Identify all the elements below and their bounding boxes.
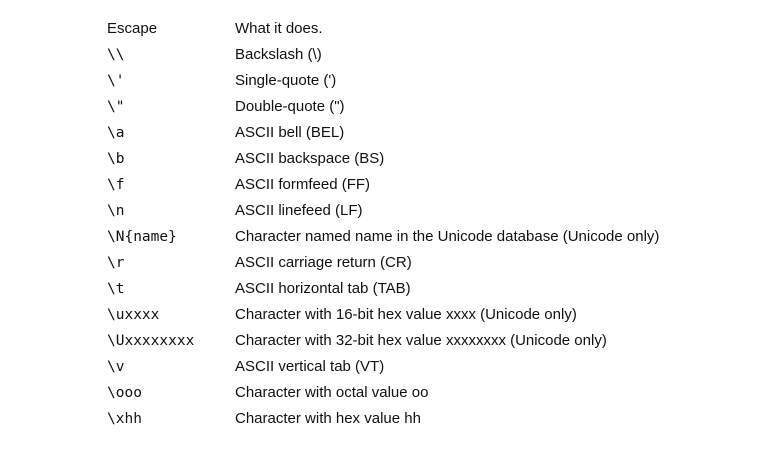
escape-code: \ooo [107,385,142,401]
escape-code: \r [107,255,125,271]
escape-code: \" [107,99,125,115]
escape-description: Character named name in the Unicode data… [235,228,660,245]
escape-code: \b [107,151,125,167]
escape-code: \f [107,177,125,193]
table-row: \ooo Character with octal value oo [107,380,659,406]
escape-code: \xhh [107,411,142,427]
escape-code: \v [107,359,125,375]
escape-description: ASCII backspace (BS) [235,150,385,167]
escape-description: Character with 32-bit hex value xxxxxxxx… [235,332,607,349]
table-row: \t ASCII horizontal tab (TAB) [107,276,659,302]
table-row: \' Single-quote (') [107,68,659,94]
escape-description: Single-quote (') [235,72,337,89]
escape-code: \t [107,281,125,297]
escape-code: \a [107,125,125,141]
escape-description: Double-quote (") [235,98,345,115]
table-row: \v ASCII vertical tab (VT) [107,354,659,380]
table-row: \r ASCII carriage return (CR) [107,250,659,276]
table-row: \n ASCII linefeed (LF) [107,198,659,224]
escape-description: Character with octal value oo [235,384,429,401]
escape-description: ASCII formfeed (FF) [235,176,371,193]
table-row: \b ASCII backspace (BS) [107,146,659,172]
escape-sequence-table: Escape What it does. \\ Backslash (\) \'… [107,16,659,432]
table-header-row: Escape What it does. [107,16,659,42]
table-row: \xhh Character with hex value hh [107,406,659,432]
header-escape: Escape [107,20,158,37]
escape-code: \' [107,73,125,89]
table-row: \\ Backslash (\) [107,42,659,68]
escape-description: ASCII horizontal tab (TAB) [235,280,411,297]
table-row: \N{name} Character named name in the Uni… [107,224,659,250]
table-row: \f ASCII formfeed (FF) [107,172,659,198]
table-row: \a ASCII bell (BEL) [107,120,659,146]
escape-description: Backslash (\) [235,46,322,63]
escape-description: Character with hex value hh [235,410,421,427]
escape-description: Character with 16-bit hex value xxxx (Un… [235,306,577,323]
escape-code: \n [107,203,125,219]
header-description: What it does. [235,20,323,37]
escape-description: ASCII linefeed (LF) [235,202,363,219]
escape-description: ASCII bell (BEL) [235,124,345,141]
escape-code: \\ [107,47,125,63]
escape-description: ASCII carriage return (CR) [235,254,412,271]
table-row: \" Double-quote (") [107,94,659,120]
escape-code: \Uxxxxxxxx [107,333,195,349]
table-row: \uxxxx Character with 16-bit hex value x… [107,302,659,328]
escape-code: \uxxxx [107,307,160,323]
escape-description: ASCII vertical tab (VT) [235,358,385,375]
table-row: \Uxxxxxxxx Character with 32-bit hex val… [107,328,659,354]
escape-code: \N{name} [107,229,177,245]
